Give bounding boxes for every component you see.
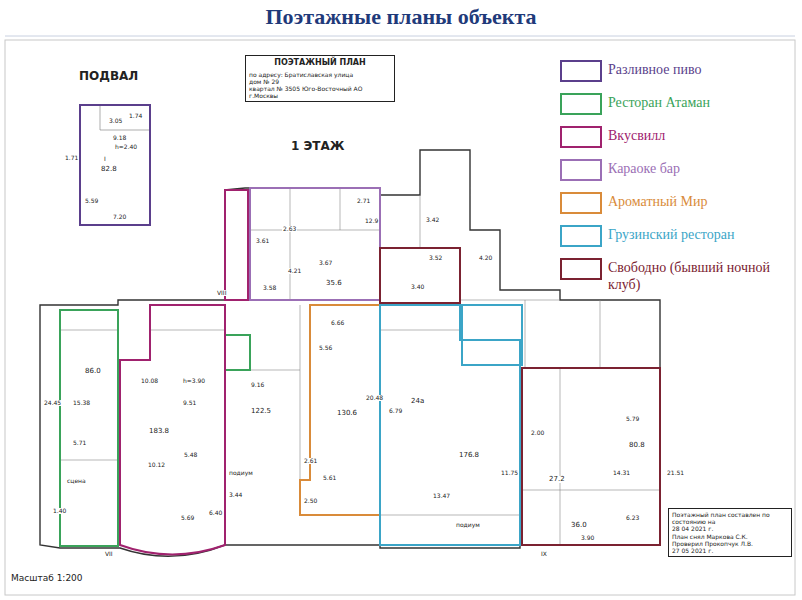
- dimension-label: 3.52: [428, 255, 443, 261]
- dimension-label: 35.6: [325, 280, 343, 287]
- dimension-label: 86.0: [84, 368, 102, 375]
- dimension-label: 6.40: [208, 510, 223, 516]
- dimension-label: 3.61: [255, 238, 270, 244]
- dimension-label: 12.9: [364, 218, 379, 224]
- dimension-label: 183.8: [148, 428, 170, 435]
- dimension-label: 6.66: [330, 320, 345, 326]
- legend-swatch: [560, 225, 602, 247]
- dimension-label: 24а: [410, 398, 425, 405]
- dimension-label: 122.5: [250, 408, 272, 415]
- legend-text: Разливное пиво: [608, 62, 793, 79]
- dimension-label: I: [103, 156, 107, 162]
- legend-text: Вкусвилл: [608, 128, 793, 145]
- dimension-label: 5.48: [183, 452, 198, 458]
- dimension-label: подиум: [228, 470, 254, 476]
- dimension-label: 3.42: [425, 217, 440, 223]
- dimension-label: 21.51: [666, 470, 685, 476]
- dimension-label: 5.69: [180, 515, 195, 521]
- plan-stamp: ПОЭТАЖНЫЙ ПЛАН по адресу: Братиславская у…: [245, 55, 395, 102]
- legend-text: Ресторан Атаман: [608, 95, 793, 112]
- dimension-label: IX: [540, 551, 548, 557]
- dimension-label: 1.40: [52, 508, 67, 514]
- dimension-label: 3.40: [410, 284, 425, 290]
- dimension-label: Масштаб 1:200: [10, 574, 84, 583]
- dimension-label: 20.48: [365, 395, 384, 401]
- legend-swatch: [560, 60, 602, 82]
- dimension-label: сцена: [66, 478, 87, 484]
- legend-swatch: [560, 126, 602, 148]
- dimension-label: h=3.90: [182, 378, 206, 384]
- dimension-label: 2.71: [356, 198, 371, 204]
- dimension-label: 5.71: [72, 440, 87, 446]
- stamp-text: 27 05 2021 г.: [672, 547, 788, 554]
- dimension-label: 11.75: [500, 470, 519, 476]
- dimension-label: 3.67: [318, 260, 333, 266]
- dimension-label: 6.23: [625, 515, 640, 521]
- stamp-text: Поэтажный план составлен по состоянию на: [672, 511, 788, 525]
- dimension-label: 3.90: [580, 535, 595, 541]
- legend-text: Свободно (бывший ночной клуб): [608, 260, 793, 294]
- dimension-label: подиум: [455, 522, 481, 528]
- signature-box: Поэтажный план составлен по состоянию на…: [668, 508, 792, 557]
- dimension-label: 5.79: [625, 416, 640, 422]
- stamp-text: 28 04 2021 г.: [672, 525, 788, 532]
- stamp-text: ПОЭТАЖНЫЙ ПЛАН: [249, 58, 391, 68]
- dimension-label: 176.8: [458, 452, 480, 459]
- stamp-text: квартал № 3505 Юго-Восточный АО г.Москвы: [249, 85, 391, 99]
- stamp-text: по адресу: Братиславская улица: [249, 71, 391, 78]
- dimension-label: 13.47: [432, 493, 451, 499]
- dimension-label: 15.38: [72, 400, 91, 406]
- stamp-text: дом № 29: [249, 78, 391, 85]
- dimension-label: 3.44: [228, 492, 243, 498]
- dimension-label: VIII: [216, 290, 227, 296]
- dimension-label: 4.21: [287, 268, 302, 274]
- stamp-text: План снял Маркова С.К.: [672, 533, 788, 540]
- dimension-label: 2.00: [530, 430, 545, 436]
- dimension-label: 82.8: [100, 166, 118, 173]
- dimension-label: 9.16: [250, 382, 265, 388]
- legend-swatch: [560, 159, 602, 181]
- dimension-label: 3.58: [262, 285, 277, 291]
- dimension-label: 2.50: [303, 498, 318, 504]
- floor-heading: 1 ЭТАЖ: [290, 140, 346, 152]
- dimension-label: 80.8: [628, 442, 646, 449]
- dimension-label: 9.51: [182, 400, 197, 406]
- dimension-label: 10.08: [140, 378, 159, 384]
- dimension-label: 2.61: [303, 458, 318, 464]
- page-title: Поэтажные планы объекта: [0, 4, 802, 30]
- dimension-label: 1.71: [64, 155, 79, 161]
- dimension-label: h=2.40: [114, 144, 138, 150]
- legend-swatch: [560, 258, 602, 280]
- dimension-label: 5.61: [322, 475, 337, 481]
- dimension-label: 3.05: [108, 118, 123, 124]
- dimension-label: 14.31: [612, 470, 631, 476]
- dimension-label: VII: [104, 551, 114, 557]
- legend-swatch: [560, 93, 602, 115]
- dimension-label: 36.0: [570, 522, 588, 529]
- dimension-label: 2.63: [282, 226, 297, 232]
- dimension-label: 5.59: [84, 198, 99, 204]
- floor-heading: ПОДВАЛ: [78, 70, 139, 82]
- stamp-text: Проверил Прокопчук Л.В.: [672, 540, 788, 547]
- dimension-label: 10.12: [147, 462, 166, 468]
- legend-swatch: [560, 192, 602, 214]
- dimension-label: 5.56: [318, 345, 333, 351]
- dimension-label: 27.2: [548, 476, 566, 483]
- dimension-label: 24.45: [43, 400, 62, 406]
- legend-text: Грузинский ресторан: [608, 227, 793, 244]
- dimension-label: 4.20: [478, 255, 493, 261]
- dimension-label: 6.79: [388, 408, 403, 414]
- legend-text: Караоке бар: [608, 161, 793, 178]
- legend-text: Ароматный Мир: [608, 194, 793, 211]
- dimension-label: 9.18: [112, 135, 127, 141]
- dimension-label: 130.6: [336, 410, 358, 417]
- dimension-label: 1.74: [128, 113, 143, 119]
- dimension-label: 7.20: [112, 214, 127, 220]
